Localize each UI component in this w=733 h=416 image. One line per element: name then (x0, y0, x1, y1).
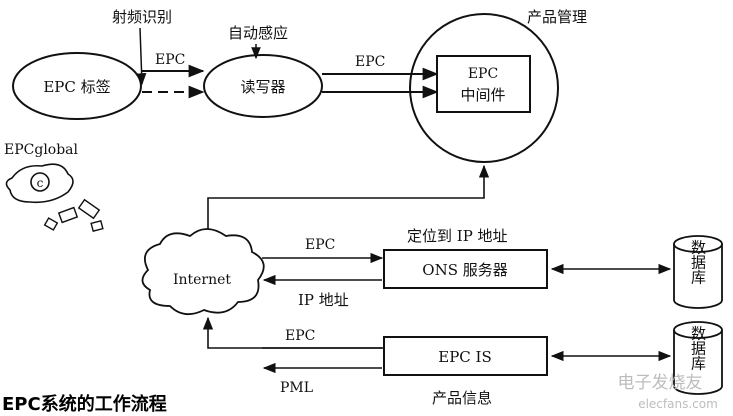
product-info-label: 产品信息 (432, 389, 492, 407)
pml-label: PML (280, 380, 313, 396)
locate-ip-label: 定位到 IP 地址 (407, 227, 508, 245)
rf-identify-label: 射频识别 (112, 8, 172, 26)
internet-cloud-node (141, 228, 265, 316)
watermark-url: elecfans.com (638, 397, 718, 411)
diagram-caption: EPC系统的工作流程 (2, 393, 167, 415)
epc-is-text: EPC IS (438, 348, 492, 366)
ons-server-box (383, 249, 548, 289)
product-mgmt-circle (409, 13, 559, 163)
epc-is-box (383, 336, 548, 376)
middleware-box (436, 55, 531, 113)
internet-text: Internet (173, 272, 231, 288)
epc-label-is: EPC (285, 328, 315, 344)
database-2 (673, 321, 723, 395)
epcglobal-label: EPCglobal (4, 142, 79, 158)
watermark-text: 电子发烧友 (618, 373, 703, 393)
epc-tag-text: EPC 标签 (43, 78, 110, 96)
database-1 (673, 235, 723, 309)
auto-sense-label: 自动感应 (228, 24, 288, 42)
middleware-line2: 中间件 (460, 86, 505, 104)
middleware-internet-link (202, 164, 490, 244)
middleware-line1: EPC (468, 66, 498, 82)
epc-label-ons: EPC (305, 237, 335, 253)
db2-text: 数据库 (689, 326, 707, 371)
epc-label-tag-reader: EPC (155, 52, 185, 68)
ons-server-text: ONS 服务器 (422, 261, 507, 279)
epc-label-reader-mw: EPC (355, 54, 385, 70)
reader-text: 读写器 (240, 78, 285, 96)
epcglobal-icon: c (5, 163, 104, 233)
rf-pointer-arrow (136, 27, 147, 86)
product-mgmt-label: 产品管理 (527, 8, 587, 26)
db1-text: 数据库 (689, 240, 707, 285)
ip-address-label: IP 地址 (298, 291, 349, 309)
epc-tag-node (12, 52, 142, 120)
svg-text:c: c (37, 176, 44, 190)
